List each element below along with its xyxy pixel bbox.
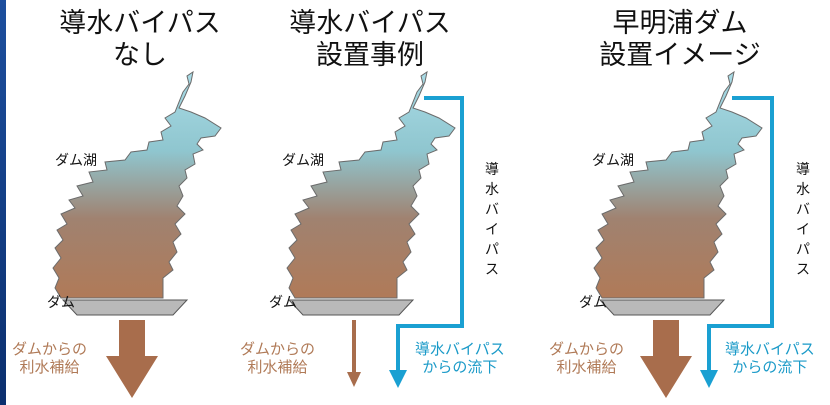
panel-1-dam [62,299,188,316]
panel-3-lake-label: ダム湖 [592,153,634,169]
panel-1-lake-label: ダム湖 [55,153,97,169]
panel-3-dam [599,299,725,316]
panel-2-bypass-label: 導 水 バ イ パ ス [485,162,499,278]
panel-2-dam-label: ダム [269,295,297,311]
panel-3-dam-label: ダム [579,295,607,311]
panel-2-lake [286,71,456,299]
panel-1-lake [52,71,222,299]
panel-2-lake-label: ダム湖 [282,153,324,169]
panel-2-bypass-flow-label: 導水バイパス からの流下 [415,340,505,376]
panel-2-bypass-arrowhead [389,370,407,388]
panel-3-lake [593,71,763,299]
panel-1-release-label: ダムからの 利水補給 [12,340,88,376]
panel-1-title: 導水バイパス なし [59,8,221,71]
panel-3-title: 早明浦ダム 設置イメージ [599,8,761,71]
panel-2-release-label: ダムからの 利水補給 [240,340,316,376]
panel-3-bypass-pipe [707,96,774,372]
panel-2-bypass-pipe [396,96,464,372]
panel-3-bypass-arrowhead [700,370,718,388]
panel-1-dam-label: ダム [47,295,75,311]
panel-2-release-arrow [347,320,361,387]
panel-3-release-arrow [640,320,692,398]
left-edge-bar [0,0,6,405]
panel-2-title: 導水バイパス 設置事例 [289,8,451,71]
panel-2-dam [288,299,414,316]
panel-3-release-label: ダムからの 利水補給 [549,340,625,376]
panel-1-release-arrow [106,320,158,398]
panel-3-bypass-label: 導 水 バ イ パ ス [796,162,810,278]
panel-3-bypass-flow-label: 導水バイパス からの流下 [725,340,815,376]
